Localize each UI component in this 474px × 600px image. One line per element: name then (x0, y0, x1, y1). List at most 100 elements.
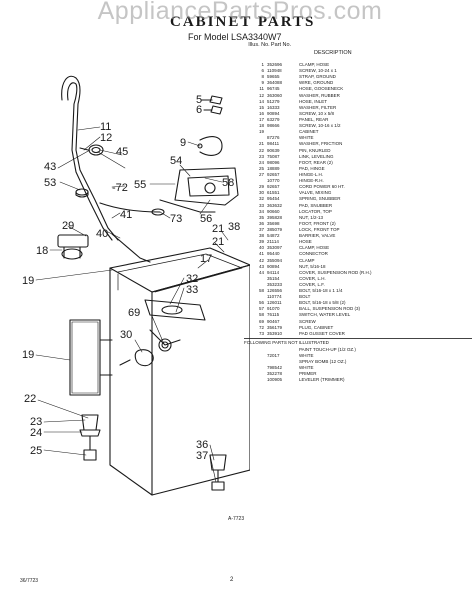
illus-no-cell: 24 (258, 159, 264, 165)
description-cell: COVER, L.F. (299, 281, 325, 287)
illus-no-cell: 35 (258, 214, 264, 220)
illus-no-cell: 1 (261, 62, 264, 67)
cabinet-parts-diagram: 5 6 9 11 12 43 45 53 -72 55 54 58 73 56 … (22, 75, 250, 496)
part-no-cell: 21114 (267, 239, 279, 245)
description-cell: WASHER, FILTER (299, 104, 337, 110)
callout-23: 23 (30, 416, 42, 428)
description-cell: LOCATOR, TOP (299, 208, 332, 214)
part-no-cell: 35154 (267, 275, 280, 281)
illus-no-cell: 14 (258, 98, 264, 104)
description-cell: PRIMER (299, 371, 317, 377)
description-cell: PAD, SNUBBER (299, 202, 333, 208)
description-cell: PAD, HINGE (299, 165, 325, 171)
part-no-cell: 92657 (267, 171, 280, 177)
separator (244, 337, 472, 339)
part-no-cell: 356179 (267, 324, 283, 330)
part-no-cell: 353097 (267, 245, 283, 251)
description-cell: HINGE-L.H. (299, 171, 324, 177)
illus-no-cell: 23 (258, 153, 264, 159)
leader-lines (35, 99, 229, 483)
description-cell: COVER, L.H. (299, 275, 326, 281)
callout-45: 45 (116, 146, 128, 158)
description-cell: CLAMP, HOSE (299, 245, 330, 251)
description-cell: PANEL, REAR (299, 116, 329, 122)
description-cell: PLUG, CABINET (299, 324, 334, 330)
part-no-cell: 59655 (267, 74, 280, 80)
description-cell: PAINT TOUCH-UP (1/2 OZ.) (299, 346, 356, 352)
table-row: PAINT TOUCH-UP (1/2 OZ.) (244, 347, 472, 353)
illus-no-cell: 56 (258, 300, 264, 306)
description-cell: NUT, 5/16-18 (299, 263, 326, 269)
part-no-cell: 352278 (267, 371, 283, 377)
table-row: 798542 WHITE (244, 365, 472, 371)
rear-foot (79, 414, 101, 461)
hose-clamp (79, 144, 104, 156)
illus-no-cell: 18 (258, 123, 264, 129)
following-header-row: FOLLOWING PARTS NOT ILLUSTRATED (244, 339, 472, 347)
part-no-cell: 98096 (267, 159, 280, 165)
callout-17: 17 (200, 253, 212, 265)
part-no-cell: 90660 (267, 208, 280, 214)
cabinet-body (109, 247, 250, 496)
side-bracket (69, 319, 113, 396)
footer-code: 36/7723 (20, 578, 39, 584)
description-cell: WHITE (299, 365, 314, 371)
callout-30: 30 (120, 329, 132, 341)
part-no-cell: 90639 (267, 147, 280, 153)
table-row: 110774 BOLT (244, 294, 472, 300)
description-cell: CONNECTOR (299, 251, 328, 257)
description-cell: SPRAY BOMB (12 OZ.) (299, 359, 347, 365)
illus-no-cell: 6 (261, 68, 264, 74)
callout-18: 18 (36, 245, 48, 257)
illus-no-cell: 30 (258, 190, 264, 196)
callout-72: -72 (112, 182, 128, 194)
description-header: DESCRIPTION (314, 50, 352, 56)
illus-no-cell: 8 (261, 74, 264, 80)
description-cell: BARRIER, VALVE (299, 233, 336, 239)
callout-29: 29 (62, 220, 74, 232)
callout-54: 54 (170, 155, 182, 167)
top-rear-frame (159, 167, 239, 213)
description-cell: HINGE-R.H. (299, 178, 324, 184)
part-no-cell: 364088 (267, 80, 283, 86)
description-cell: BOLT (299, 294, 311, 300)
illus-no-cell: 44 (258, 269, 264, 275)
illus-no-cell: 9 (261, 80, 264, 86)
description-cell: WIRE, GROUND (299, 80, 334, 86)
part-no-cell: 798542 (267, 365, 283, 371)
part-no-cell: 18889 (267, 165, 280, 171)
part-no-cell: 98411 (267, 141, 280, 147)
description-cell: BALL, SUSPENSION ROD (3) (299, 306, 361, 312)
description-cell: FOOT, REAR (2) (299, 159, 333, 165)
illus-no-cell: 21 (258, 141, 264, 147)
gooseneck-hose (61, 75, 119, 241)
part-no-cell: 110774 (267, 294, 282, 300)
part-no-cell: 100905 (267, 377, 283, 383)
callout-19b: 19 (22, 349, 34, 361)
callout-69: 69 (128, 307, 140, 319)
part-no-cell: 96745 (267, 86, 280, 92)
page-subtitle: For Model LSA3340W7 (188, 32, 282, 42)
description-cell: PIN, KNURLED (299, 147, 331, 153)
mixing-valve (57, 234, 89, 260)
description-cell: WASHER, RUBBER (299, 92, 340, 98)
